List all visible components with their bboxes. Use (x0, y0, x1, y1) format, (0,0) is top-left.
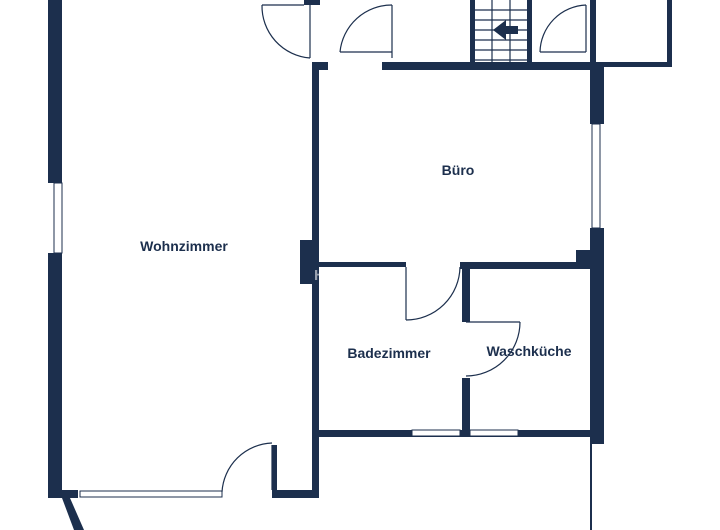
walls (48, 0, 672, 530)
room-label-waschkueche: Waschküche (486, 343, 571, 359)
staircase (475, 0, 527, 62)
window-right (591, 123, 601, 229)
window-bottom (79, 490, 223, 498)
exterior-edge (62, 498, 84, 530)
window-left (53, 182, 63, 254)
doors (221, 4, 587, 493)
room-label-wohnzimmer: Wohnzimmer (140, 238, 228, 254)
window-wasch (469, 429, 519, 437)
room-label-badezimmer: Badezimmer (347, 345, 431, 361)
room-label-buero: Büro (442, 162, 475, 178)
watermark-text: HOME (314, 267, 363, 284)
left-arrow-icon (493, 20, 518, 40)
window-bad (411, 429, 461, 437)
watermark: HOME (286, 256, 363, 284)
windows (53, 123, 601, 498)
